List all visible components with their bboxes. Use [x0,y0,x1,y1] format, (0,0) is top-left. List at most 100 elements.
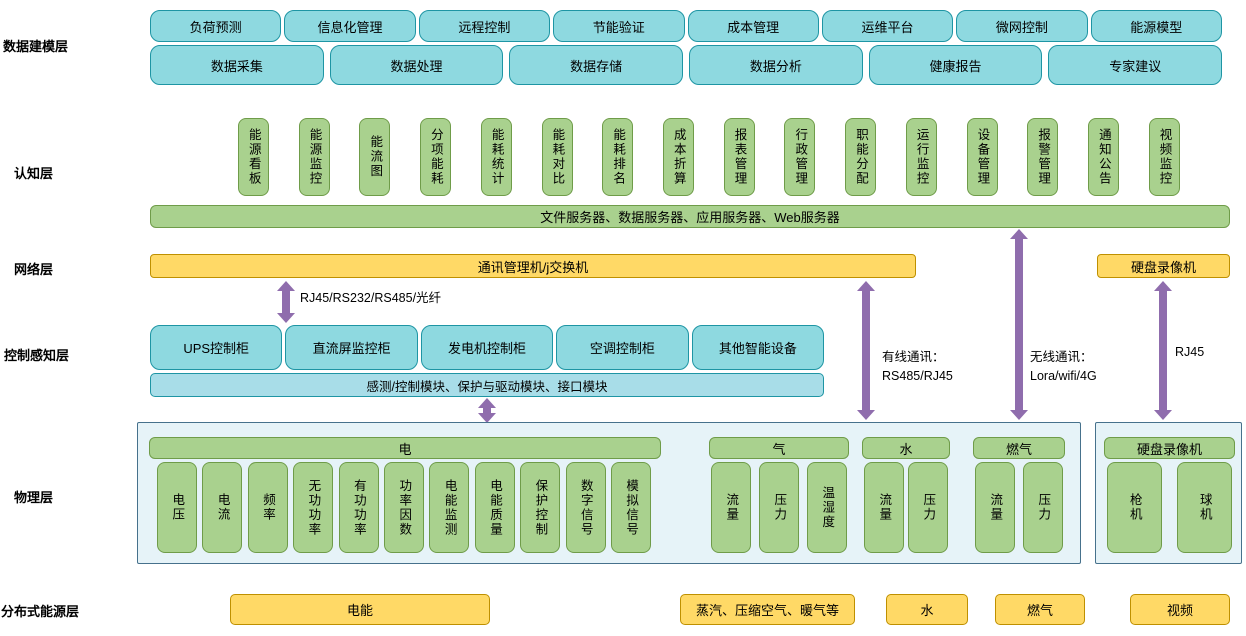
data-modeling-box: 节能验证 [553,10,685,42]
cognition-app-box: 报表管理 [723,118,755,196]
fuelgas-group-header: 燃气 [973,437,1065,459]
cognition-apps-row: 能源看板 能源监控 能流图 分项能耗 能耗统计 能耗对比 能耗排名 成本折算 报… [238,118,1180,196]
gas-param-label: 流量 [724,493,739,522]
electric-param-label: 模拟信号 [624,478,639,537]
electric-param-box: 电压 [157,462,197,553]
data-modeling-row1: 负荷预测 信息化管理 远程控制 节能验证 成本管理 运维平台 微网控制 能源模型 [150,10,1222,42]
data-modeling-box: 微网控制 [956,10,1088,42]
fuelgas-param-box: 压力 [1023,462,1063,553]
cognition-app-label: 视频监控 [1157,128,1172,186]
gas-param-label: 温湿度 [820,485,835,530]
layer-label-data-modeling: 数据建模层 [3,39,69,54]
data-modeling-box: 数据分析 [689,45,863,85]
dvr-network-box: 硬盘录像机 [1097,254,1230,278]
water-group-header: 水 [862,437,950,459]
water-param-label: 流量 [877,493,892,522]
cognition-app-label: 能源监控 [307,128,322,186]
arrow-wireless-link [1010,229,1028,420]
electric-param-label: 电能监测 [442,478,457,537]
data-modeling-box: 数据处理 [329,45,504,85]
camera-box: 枪机 [1107,462,1162,553]
camera-label: 枪机 [1127,493,1142,522]
gas-param-label: 压力 [772,493,787,522]
layer-label-cognition: 认知层 [14,166,54,181]
cognition-app-label: 分项能耗 [428,128,443,186]
electric-param-box: 功率因数 [383,462,424,553]
arrow-wired-link [857,281,875,420]
electric-param-box: 电流 [202,462,243,553]
data-modeling-box: 数据存储 [509,45,684,85]
data-modeling-box: 数据采集 [150,45,324,85]
water-param-box: 流量 [864,462,904,553]
layer-label-network: 网络层 [14,262,54,277]
cognition-app-box: 报警管理 [1027,118,1059,196]
data-modeling-box: 运维平台 [821,10,954,42]
cognition-app-box: 通知公告 [1088,118,1120,196]
electric-param-box: 有功功率 [338,462,379,553]
cabinet-box: 直流屏监控柜 [285,325,418,370]
arrow-modules-to-physical [478,398,496,423]
arrow-network-to-cabinets [277,281,295,323]
dvr-group-header: 硬盘录像机 [1104,437,1235,459]
electric-param-box: 无功功率 [293,462,334,553]
fuelgas-param-label: 流量 [988,493,1003,522]
cognition-app-box: 分项能耗 [420,118,452,196]
electric-param-box: 数字信号 [565,462,606,553]
electric-param-label: 电能质量 [487,478,502,537]
electric-param-box: 频率 [247,462,288,553]
cognition-app-box: 能源监控 [298,118,330,196]
energy-source-box: 水 [886,594,968,625]
camera-row: 枪机 球机 [1107,462,1232,553]
cognition-app-label: 运行监控 [914,128,929,186]
cognition-app-label: 设备管理 [975,128,990,186]
cognition-app-box: 视频监控 [1148,118,1180,196]
electric-param-label: 有功功率 [351,478,366,537]
data-modeling-box: 能源模型 [1090,10,1222,42]
layer-label-distributed: 分布式能源层 [1,604,80,619]
dvr-container: 硬盘录像机 枪机 球机 [1095,422,1242,564]
cognition-app-label: 行政管理 [793,128,808,186]
comm-manager-bar: 通讯管理机/j交换机 [150,254,916,278]
data-modeling-box: 负荷预测 [150,10,282,42]
cabinet-box: UPS控制柜 [150,325,283,370]
link-label-wired: 有线通讯： RS485/RJ45 [882,350,953,383]
water-param-label: 压力 [921,493,936,522]
electric-param-label: 数字信号 [578,478,593,537]
energy-source-box: 蒸汽、压缩空气、暖气等 [680,594,855,625]
cabinet-box: 发电机控制柜 [420,325,554,370]
arrow-rj45-link [1154,281,1172,420]
gas-group-header: 气 [709,437,849,459]
cognition-app-label: 能耗统计 [489,128,504,186]
fuelgas-param-label: 压力 [1036,493,1051,522]
cognition-app-box: 能流图 [359,118,391,196]
cabinet-box: 空调控制柜 [556,325,689,370]
electric-param-box: 电能监测 [429,462,470,553]
cognition-app-label: 能耗对比 [550,128,565,186]
cognition-app-box: 能源看板 [238,118,269,196]
cognition-app-box: 能耗排名 [602,118,634,196]
cognition-app-box: 职能分配 [845,118,877,196]
data-modeling-box: 专家建议 [1048,45,1223,85]
cognition-app-label: 能流图 [368,135,383,179]
data-modeling-row2: 数据采集 数据处理 数据存储 数据分析 健康报告 专家建议 [150,45,1223,85]
cognition-app-label: 能源看板 [246,128,261,186]
electric-param-box: 模拟信号 [610,462,651,553]
cognition-app-label: 通知公告 [1096,128,1111,186]
physical-layer-container: 电 电压 电流 频率 无功功率 有功功率 功率因数 电能监测 电能质量 保护控制… [137,422,1081,564]
cognition-app-label: 职能分配 [853,128,868,186]
energy-source-box: 视频 [1130,594,1230,625]
cognition-app-label: 成本折算 [671,128,686,186]
cognition-app-box: 设备管理 [966,118,998,196]
fuelgas-params-row: 流量 压力 [975,462,1063,553]
cognition-app-label: 报警管理 [1036,128,1051,186]
electric-param-box: 电能质量 [474,462,515,553]
camera-label: 球机 [1197,493,1212,522]
layer-label-physical: 物理层 [14,490,54,505]
electric-param-label: 频率 [261,493,276,522]
link-label-rj45: RJ45 [1175,345,1205,359]
data-modeling-box: 远程控制 [418,10,551,42]
cognition-app-label: 能耗排名 [611,128,626,186]
camera-box: 球机 [1177,462,1232,553]
control-cabinets-row: UPS控制柜 直流屏监控柜 发电机控制柜 空调控制柜 其他智能设备 [150,325,825,370]
cognition-app-box: 运行监控 [905,118,937,196]
